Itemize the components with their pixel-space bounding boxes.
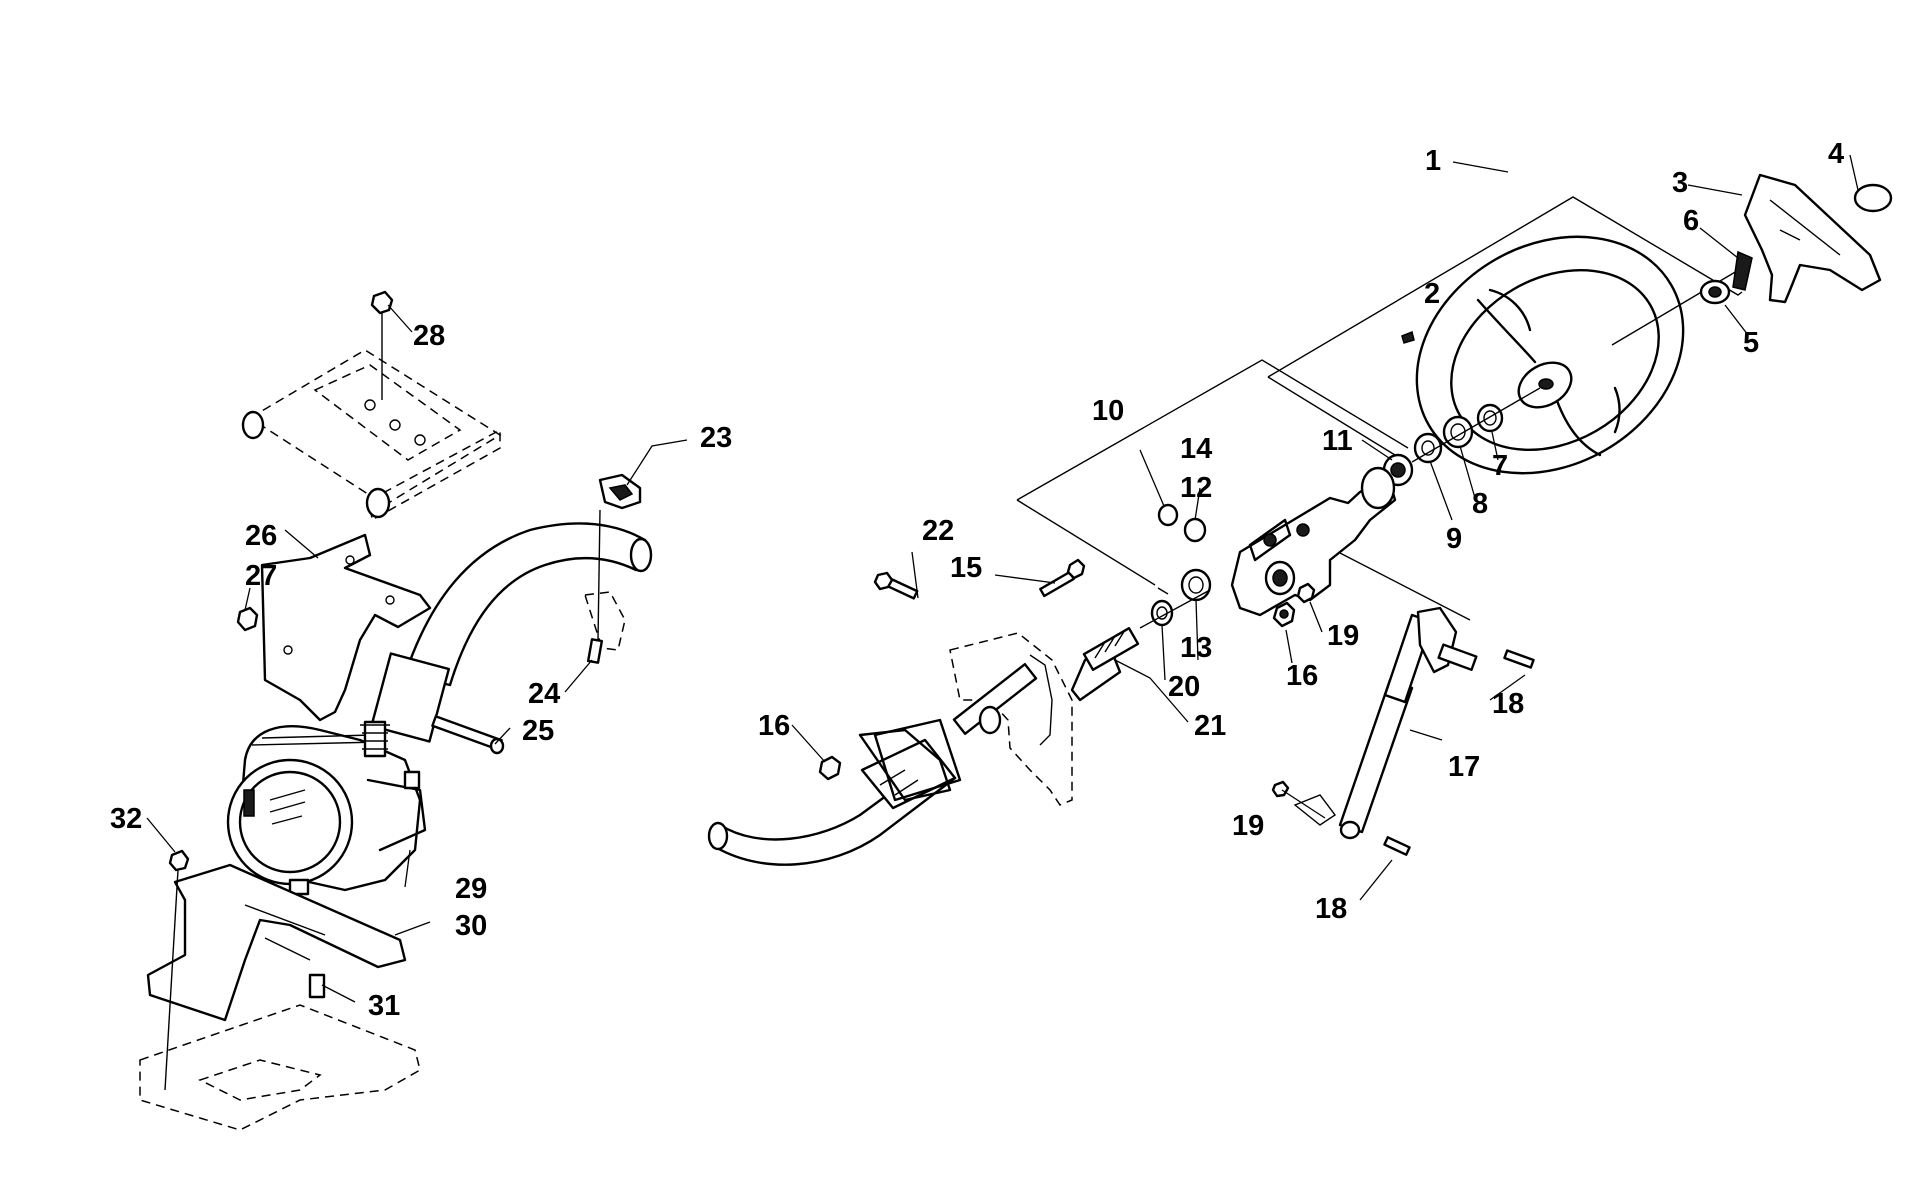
callout-19-lower: 19 <box>1232 810 1264 842</box>
bolt-15 <box>1039 558 1086 598</box>
steering-damper <box>1271 606 1535 856</box>
callout-28: 28 <box>413 320 445 352</box>
callout-17: 17 <box>1448 751 1480 783</box>
callout-16-upper: 16 <box>1286 660 1318 692</box>
callout-8: 8 <box>1472 488 1488 520</box>
nut-16-lower <box>818 755 842 781</box>
lower-shaft-tube <box>707 663 1038 866</box>
callout-10: 10 <box>1092 395 1124 427</box>
center-cap <box>1853 183 1893 213</box>
retaining-clip <box>1732 250 1753 291</box>
callout-30: 30 <box>455 910 487 942</box>
assembly-bracket-10 <box>1016 359 1409 595</box>
column-housing <box>1230 466 1471 621</box>
column-bushings <box>1150 503 1212 627</box>
callout-6: 6 <box>1683 205 1699 237</box>
pivot-pin <box>431 715 505 755</box>
leader-lines <box>146 154 1859 1003</box>
callout-9: 9 <box>1446 523 1462 555</box>
callout-21: 21 <box>1194 710 1226 742</box>
callout-15: 15 <box>950 552 982 584</box>
callout-23: 23 <box>700 422 732 454</box>
callout-16-lower: 16 <box>758 710 790 742</box>
eps-mount-plate <box>146 849 407 1091</box>
callout-13: 13 <box>1180 632 1212 664</box>
callout-1: 1 <box>1425 145 1441 177</box>
callout-20: 20 <box>1168 671 1200 703</box>
upper-steering-tube <box>370 473 653 743</box>
wheel-nut <box>1699 279 1731 305</box>
wheel-screw <box>1401 330 1415 344</box>
intermediate-shaft <box>1070 589 1211 702</box>
callout-22: 22 <box>922 515 954 547</box>
washer-stack <box>1382 387 1541 487</box>
steering-wheel <box>1415 235 1743 475</box>
column-mount-plate <box>1029 654 1053 746</box>
callout-12: 12 <box>1180 472 1212 504</box>
callout-31: 31 <box>368 990 400 1022</box>
upper-bracket <box>236 533 432 722</box>
callout-24: 24 <box>528 678 560 710</box>
upper-frame <box>241 290 502 522</box>
callout-19-upper: 19 <box>1327 620 1359 652</box>
callout-3: 3 <box>1672 167 1688 199</box>
callout-32: 32 <box>110 803 142 835</box>
callout-5: 5 <box>1743 327 1759 359</box>
wheel-cover <box>1743 173 1882 304</box>
column-nuts <box>1272 582 1316 628</box>
lower-frame-detail <box>198 1059 322 1101</box>
callout-11: 11 <box>1322 425 1353 457</box>
callout-14: 14 <box>1180 433 1212 465</box>
callout-29: 29 <box>455 873 487 905</box>
lower-frame <box>139 1004 421 1131</box>
callout-4: 4 <box>1828 138 1844 170</box>
eps-power-unit <box>226 720 427 896</box>
callout-26: 26 <box>245 520 277 552</box>
callout-27: 27 <box>245 560 277 592</box>
callout-18-upper: 18 <box>1492 688 1524 720</box>
bolt-22 <box>873 571 919 600</box>
callout-18-lower: 18 <box>1315 893 1347 925</box>
callout-7: 7 <box>1492 450 1508 482</box>
callout-2: 2 <box>1424 278 1440 310</box>
firewall-panel <box>949 632 1073 806</box>
callout-25: 25 <box>522 715 554 747</box>
